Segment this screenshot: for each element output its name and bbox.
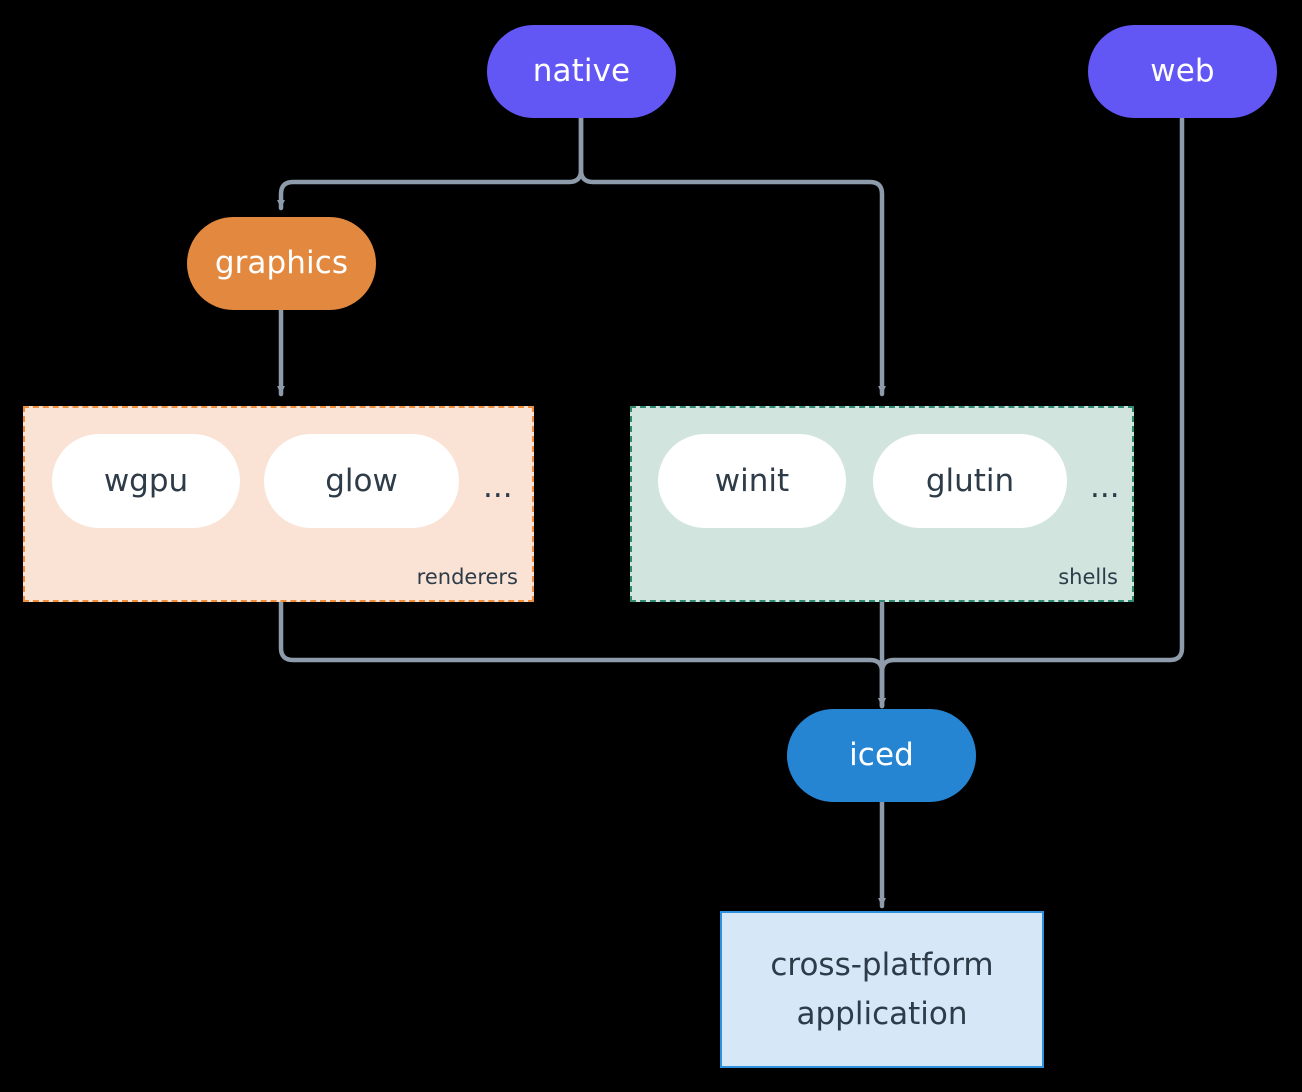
shells-cluster-label: shells (1058, 565, 1118, 589)
shell-pill-winit[interactable]: winit (658, 434, 846, 528)
node-native[interactable]: native (487, 25, 676, 118)
cluster-shells: winit glutin ... shells (630, 406, 1134, 602)
node-web[interactable]: web (1088, 25, 1277, 118)
node-iced[interactable]: iced (787, 709, 976, 802)
node-web-label: web (1150, 53, 1215, 89)
shell-pill-winit-label: winit (714, 462, 790, 499)
shells-ellipsis: ... (1090, 469, 1120, 505)
renderers-ellipsis: ... (483, 469, 513, 505)
renderer-pill-glow[interactable]: glow (264, 434, 459, 528)
cluster-renderers: wgpu glow ... renderers (23, 406, 534, 602)
renderers-cluster-label: renderers (416, 565, 518, 589)
renderer-pill-wgpu[interactable]: wgpu (52, 434, 240, 528)
edge-native-to-graphics (277, 115, 584, 211)
node-application-label-line1: cross-platform (770, 947, 994, 984)
shell-pill-glutin[interactable]: glutin (873, 434, 1067, 528)
node-application-label-line2: application (796, 995, 968, 1032)
renderer-pill-wgpu-label: wgpu (103, 462, 189, 499)
shell-pill-glutin-label: glutin (925, 462, 1015, 499)
edge-renderers-to-iced (278, 599, 886, 709)
node-cross-platform-application[interactable]: cross-platform application (720, 911, 1044, 1068)
node-graphics[interactable]: graphics (187, 217, 376, 310)
node-iced-label: iced (849, 737, 914, 773)
node-native-label: native (532, 53, 631, 89)
renderer-pill-glow-label: glow (325, 462, 398, 499)
node-graphics-label: graphics (214, 245, 349, 281)
edge-native-to-shells (578, 115, 886, 397)
